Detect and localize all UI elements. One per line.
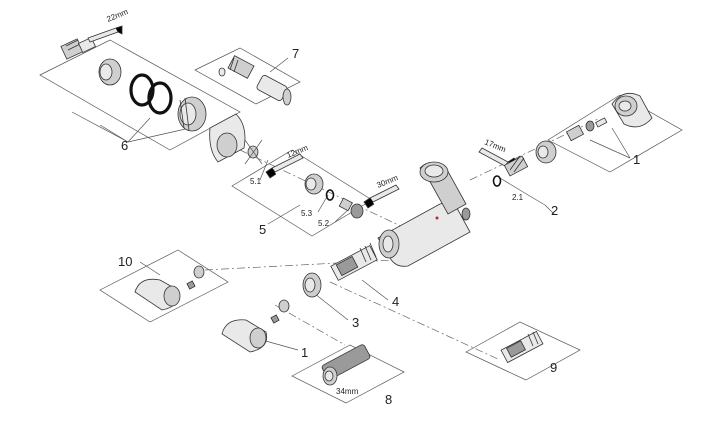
- sleeve-part: [256, 75, 292, 106]
- union-nut-part: [535, 140, 557, 164]
- rosette-part: [209, 113, 246, 163]
- spindle-part: [565, 124, 585, 142]
- group-3-parts: [302, 272, 322, 298]
- callout-5-3: 5.3: [301, 209, 313, 218]
- mixer-body: [377, 161, 471, 267]
- adapter-lower: [278, 299, 290, 313]
- group-5-parts: [265, 153, 400, 219]
- callout-1-right: 1: [633, 152, 640, 167]
- washer-cross-2: [244, 139, 263, 165]
- callout-3: 3: [352, 315, 359, 330]
- callout-5-2: 5.2: [318, 219, 330, 228]
- frame-group-6: [39, 39, 241, 151]
- cartridge-small-part: [227, 55, 255, 79]
- bushing-lower: [270, 314, 280, 324]
- threaded-ring-part: [177, 96, 207, 132]
- callout-2-1: 2.1: [512, 193, 524, 202]
- bushing-part: [585, 120, 595, 132]
- callout-8: 8: [385, 392, 392, 407]
- o-ring-1: [129, 73, 155, 107]
- wrench-icon-30mm: [363, 184, 400, 209]
- bushing-10: [186, 280, 196, 290]
- assembly-axes: [204, 117, 601, 361]
- wrench-label-22mm: 22mm: [105, 7, 129, 24]
- group-1-right-parts: [565, 92, 653, 142]
- handle-right-part: [611, 92, 653, 128]
- callout-10: 10: [118, 254, 132, 269]
- threaded-nipple-part: [503, 155, 529, 177]
- group-8-parts: [321, 344, 371, 386]
- wrench-icon-12mm: [265, 153, 304, 179]
- spare-cartridge-part: [500, 330, 544, 364]
- thermostat-cartridge-part: [330, 242, 378, 281]
- wrench-label-34mm: 34mm: [336, 387, 359, 396]
- callout-7: 7: [292, 46, 299, 61]
- group-9-parts: [500, 330, 544, 364]
- group-1-lower-parts: [221, 299, 290, 353]
- callout-6: 6: [121, 138, 128, 153]
- group-7-parts: [218, 55, 292, 106]
- callout-9: 9: [550, 360, 557, 375]
- hex-nut-part: [98, 58, 122, 86]
- callout-5: 5: [259, 222, 266, 237]
- callout-1-lower: 1: [301, 345, 308, 360]
- group-10-parts: [134, 265, 205, 311]
- seal-5-3: [325, 189, 335, 201]
- frame-group-8: [291, 344, 405, 404]
- callout-5-1: 5.1: [250, 177, 262, 186]
- group-2-parts: [478, 140, 557, 187]
- group-4-parts: [330, 242, 378, 281]
- screw-part: [595, 117, 608, 128]
- wrench-34mm-tool-part: [321, 344, 371, 386]
- frame-group-5: [231, 149, 373, 237]
- callout-4: 4: [392, 294, 399, 309]
- frame-group-7: [194, 47, 301, 105]
- seal-2-1: [492, 175, 502, 187]
- handle-left-part: [134, 278, 181, 311]
- frame-group-1-right: [547, 94, 683, 173]
- frame-group-9: [465, 321, 581, 381]
- o-ring-2: [147, 81, 173, 115]
- callout-2: 2: [551, 203, 558, 218]
- union-part: [304, 173, 324, 195]
- fitting-5-2: [338, 197, 353, 212]
- frame-group-10: [99, 249, 229, 323]
- wrench-icon-22mm: [87, 25, 123, 43]
- callout-labels: 6 7 5 5.1 5.3 5.2 1 2 2.1 4 3 1 10 8 9: [118, 46, 640, 407]
- adapter-10: [193, 265, 205, 279]
- nut-5: [350, 203, 364, 219]
- handle-lower-part: [221, 319, 268, 353]
